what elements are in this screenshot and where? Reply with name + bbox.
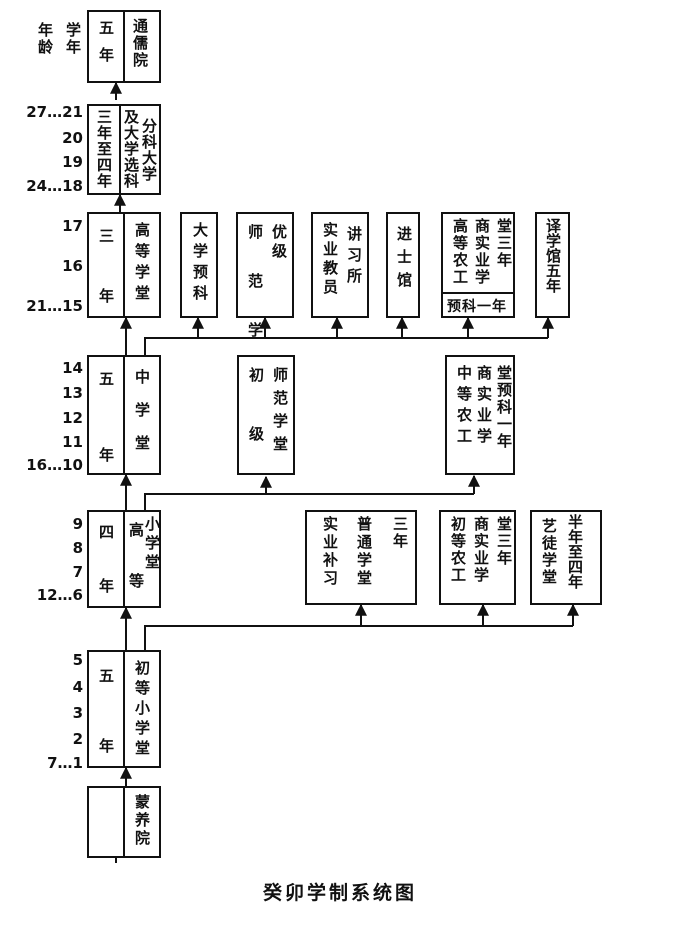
age-label: 5 (72, 651, 83, 669)
age-label: 27…21 (26, 103, 83, 121)
zhongdeng-shiye-c: 堂预科一年 (495, 365, 513, 450)
shiye-jiaoyuan-a: 实业教员 (321, 222, 339, 298)
gaodeng-years-b: 年 (97, 288, 115, 305)
chuxiao-years-b: 年 (97, 738, 115, 755)
gaodeng-years-a: 三 (97, 228, 115, 245)
age-header: 年龄 (36, 22, 54, 56)
gaoxiao-name-a: 高等 (127, 522, 145, 624)
zhongdeng-shiye-a: 中等农工 (455, 365, 473, 449)
age-label: 13 (62, 384, 83, 402)
gaodeng-shiye-c: 堂三年 (495, 218, 513, 269)
daxue-years: 三年至四年 (95, 109, 113, 189)
age-label: 9 (72, 515, 83, 533)
tongru-years: 五年 (97, 20, 115, 74)
age-label: 12 (62, 409, 83, 427)
age-label: 16…10 (26, 456, 83, 474)
gaodeng-xuetang-box: 三 年 高等学堂 (87, 212, 161, 318)
gaoxiao-years-b: 年 (97, 578, 115, 595)
zhong-years-a: 五 (97, 371, 115, 388)
mengyang-name: 蒙养院 (133, 794, 151, 848)
years-header: 学年 (64, 22, 82, 56)
age-label: 17 (62, 217, 83, 235)
zhongdeng-shiye-box: 堂预科一年 商实业学 中等农工 (445, 355, 515, 475)
tongru-name: 通儒院 (131, 18, 149, 69)
chudeng-shiye-box: 堂三年 商实业学 初等农工 (439, 510, 516, 605)
chuji-shifan-box: 初级 师范学堂 (237, 355, 295, 485)
youji-shifan-a: 优级 (270, 224, 288, 262)
age-label: 8 (72, 539, 83, 557)
daxue-name-a: 分科大学 (140, 118, 158, 182)
age-label: 11 (62, 433, 83, 451)
age-label: 7…1 (47, 754, 83, 772)
yitu-b: 半年至四年 (566, 514, 584, 589)
gaodeng-shiye-pre: 预科一年 (447, 299, 507, 315)
age-label: 21…15 (26, 297, 83, 315)
yixueguan: 译学馆五年 (544, 218, 562, 293)
zhong-years-b: 年 (97, 447, 115, 464)
shiye-buxi: 实业补习 (321, 516, 339, 588)
daxue-name-b: 及大学选科 (122, 109, 140, 189)
yixueguan-box: 译学馆五年 (535, 212, 570, 318)
chudeng-xiaoxue-box: 五 年 初等小学堂 (87, 650, 161, 768)
tongruyuan-box: 五年 通儒院 (87, 10, 161, 83)
daxue-yuke: 大学预科 (191, 222, 209, 306)
mengyangyuan-box: 蒙养院 (87, 786, 161, 858)
age-label: 12…6 (36, 586, 83, 604)
youji-shifan-box: 优级 师范学堂 (236, 212, 294, 420)
zhong-xuetang-box: 五 年 中学堂 (87, 355, 161, 475)
chudeng-shiye-c: 堂三年 (495, 516, 513, 567)
gaodeng-name: 高等学堂 (133, 222, 151, 306)
age-label: 14 (62, 359, 83, 377)
gaodeng-shiye-box: 堂三年 商实业学 高等农工 预科一年 (441, 212, 515, 318)
zhong-name: 中学堂 (133, 369, 151, 468)
age-label: 7 (72, 563, 83, 581)
chudeng-shiye-b: 商实业学 (472, 516, 490, 584)
gaodeng-shiye-a: 高等农工 (451, 218, 469, 286)
gaoxiao-years-a: 四 (97, 524, 115, 541)
sannian-a: 三年 (391, 516, 409, 550)
age-label: 2 (72, 730, 83, 748)
age-label: 4 (72, 678, 83, 696)
age-label: 16 (62, 257, 83, 275)
age-label: 19 (62, 153, 83, 171)
chudeng-shiye-a: 初等农工 (449, 516, 467, 584)
chuji-shifan-a: 初级 (247, 367, 265, 485)
shiye-jiaoyuan-box: 实业教员 讲习所 (311, 212, 369, 318)
chuxiao-name: 初等小学堂 (133, 660, 151, 760)
gaodeng-xiaoxue-box: 四 年 高等 小学堂 (87, 510, 161, 624)
shiye-buxi-box: 三年 普通学堂 实业补习 (305, 510, 417, 605)
putong-xuetang: 普通学堂 (355, 516, 373, 588)
chuji-shifan-b: 师范学堂 (271, 367, 289, 459)
jinshiguan: 进士馆 (395, 226, 413, 295)
yitu-a: 艺徒学堂 (540, 518, 558, 586)
age-label: 20 (62, 129, 83, 147)
gaodeng-shiye-b: 商实业学 (473, 218, 491, 286)
gaoxiao-name-b: 小学堂 (143, 516, 161, 573)
shiye-jiaoyuan-b: 讲习所 (345, 226, 363, 289)
zhongdeng-shiye-b: 商实业学 (475, 365, 493, 449)
chuxiao-years-a: 五 (97, 668, 115, 685)
age-label: 24…18 (26, 177, 83, 195)
daxue-box: 三年至四年 分科大学 及大学选科 (87, 104, 161, 195)
diagram-caption: 癸卯学制系统图 (262, 882, 417, 904)
yitu-xuetang-box: 半年至四年 艺徒学堂 (530, 510, 602, 605)
age-label: 3 (72, 704, 83, 722)
jinshiguan-box: 进士馆 (386, 212, 420, 318)
daxue-yuke-box: 大学预科 (180, 212, 218, 318)
